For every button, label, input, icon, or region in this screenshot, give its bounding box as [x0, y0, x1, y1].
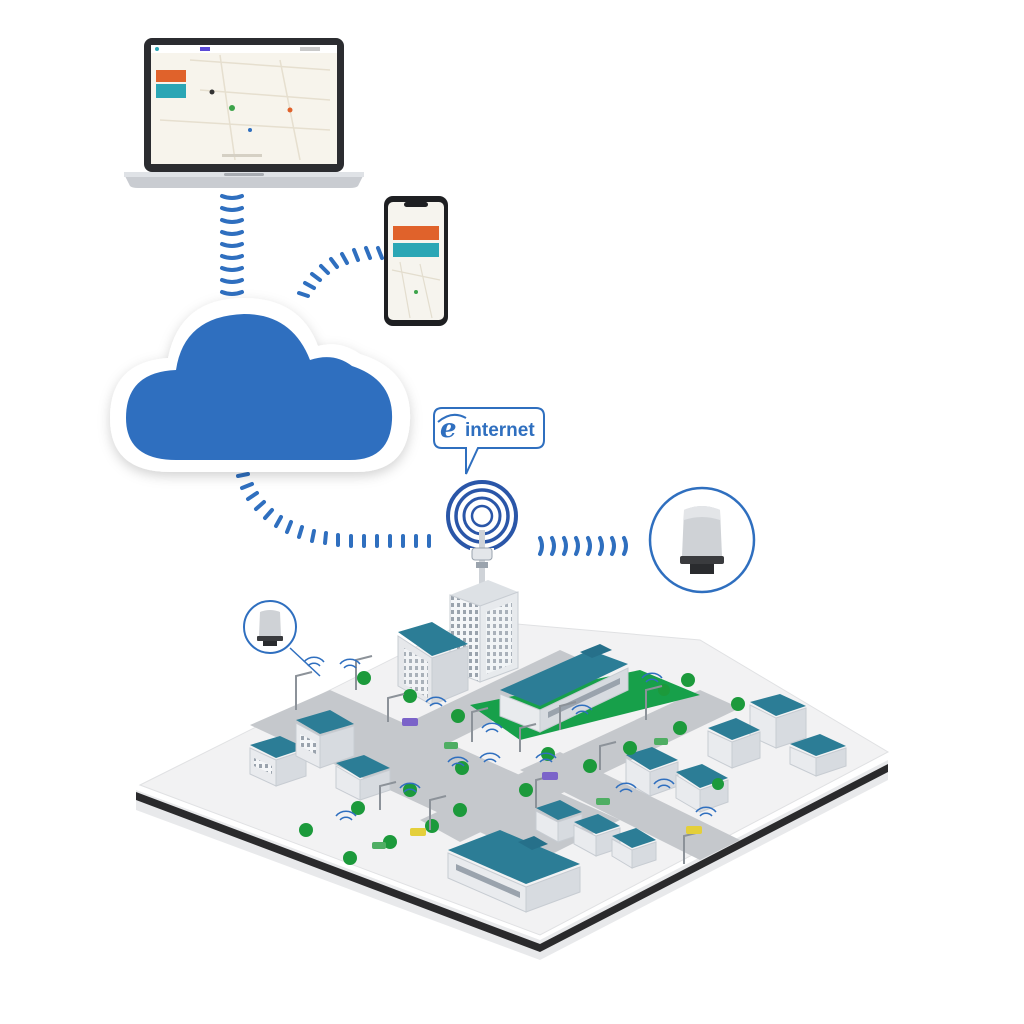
signal-laptop-cloud — [220, 194, 244, 296]
school-building — [499, 644, 629, 733]
tv-tower — [471, 530, 493, 590]
streetlight-controller-badge-left — [243, 600, 321, 677]
dashboard-status-panel — [156, 84, 186, 98]
house-right-1 — [749, 694, 807, 749]
internet-label: internet — [465, 420, 535, 441]
house-right-2 — [707, 718, 761, 769]
signal-phone-cloud — [297, 246, 384, 298]
office-block — [397, 622, 469, 706]
internet-explorer-icon: e — [437, 413, 467, 444]
signal-tower-controller — [538, 536, 628, 556]
city-buildings — [249, 530, 847, 913]
laptop-icon — [124, 38, 364, 188]
city-platform — [136, 619, 890, 960]
signal-waves — [220, 194, 628, 556]
streetlight-signals — [303, 656, 717, 821]
house-bottom-3 — [611, 828, 657, 869]
svg-text:e: e — [440, 414, 457, 444]
dashboard-alert-panel — [156, 70, 186, 82]
vehicles — [372, 718, 702, 849]
streetlight-controller-icon — [648, 486, 756, 594]
hospital-building — [447, 830, 581, 913]
trees — [299, 671, 745, 865]
internet-bubble: e internet — [433, 407, 545, 475]
house-left-1 — [249, 736, 307, 787]
house-bottom-2 — [573, 814, 621, 857]
house-left-2 — [295, 710, 355, 769]
cloud-icon — [110, 298, 411, 472]
house-right-3 — [789, 734, 847, 777]
signal-cloud-tower — [236, 472, 431, 548]
smartphone-icon — [384, 196, 448, 326]
office-tower — [449, 580, 519, 683]
house-left-3 — [335, 755, 391, 801]
